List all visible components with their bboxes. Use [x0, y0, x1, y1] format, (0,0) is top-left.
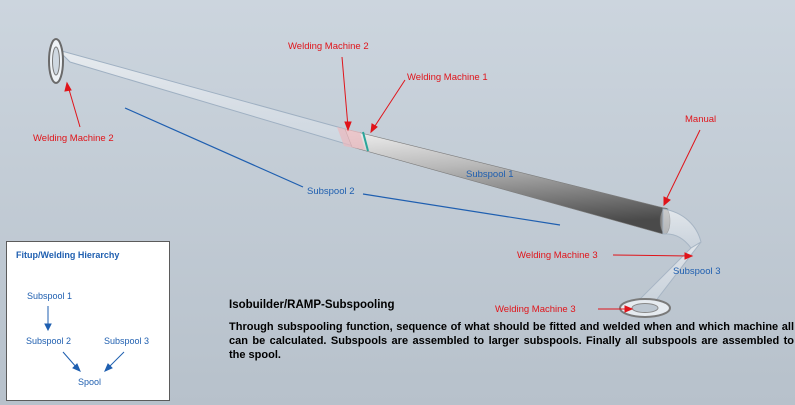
arrowhead-icon	[684, 252, 694, 260]
arrow-down-icon	[72, 363, 81, 372]
subspool-2-line-lower	[362, 193, 561, 226]
fitup-welding-hierarchy-panel: Fitup/Welding Hierarchy Subspool 1 Subsp…	[6, 241, 170, 401]
leader-welding-machine-2-top	[341, 56, 349, 128]
arrowhead-icon	[64, 81, 72, 92]
label-welding-machine-2-left: Welding Machine 2	[33, 133, 114, 144]
arrow-down-icon	[104, 363, 113, 372]
leader-welding-machine-3-mid	[612, 254, 690, 257]
label-subspool-2: Subspool 2	[307, 186, 355, 197]
description-body: Through subspooling function, sequence o…	[229, 321, 794, 361]
subspool-2-line-upper	[124, 107, 304, 188]
left-flange[interactable]	[48, 38, 64, 84]
label-welding-machine-3-mid: Welding Machine 3	[517, 250, 598, 261]
leader-welding-machine-2-left	[67, 85, 81, 128]
bottom-flange[interactable]	[619, 298, 671, 318]
hierarchy-subspool-3: Subspool 3	[104, 336, 150, 346]
arrowhead-icon	[370, 123, 378, 134]
label-subspool-1: Subspool 1	[466, 169, 514, 180]
label-subspool-3: Subspool 3	[673, 266, 721, 277]
description-title: Isobuilder/RAMP-Subspooling	[229, 299, 395, 311]
leader-manual	[664, 129, 701, 203]
hierarchy-subspool-2: Subspool 2	[26, 336, 72, 346]
hierarchy-spool: Spool	[78, 377, 102, 387]
leader-welding-machine-1	[372, 79, 406, 130]
label-welding-machine-1: Welding Machine 1	[407, 72, 488, 83]
hierarchy-title: Fitup/Welding Hierarchy	[16, 250, 120, 260]
arrowhead-icon	[624, 305, 634, 313]
arrowhead-icon	[344, 121, 352, 132]
label-manual: Manual	[685, 114, 717, 125]
hierarchy-arrows	[44, 306, 125, 372]
arrowhead-icon	[663, 196, 671, 207]
hierarchy-subspool-1: Subspool 1	[27, 291, 73, 301]
label-welding-machine-2-top: Welding Machine 2	[288, 41, 369, 52]
arrow-down-icon	[44, 323, 52, 332]
label-welding-machine-3-bottom: Welding Machine 3	[495, 304, 576, 315]
